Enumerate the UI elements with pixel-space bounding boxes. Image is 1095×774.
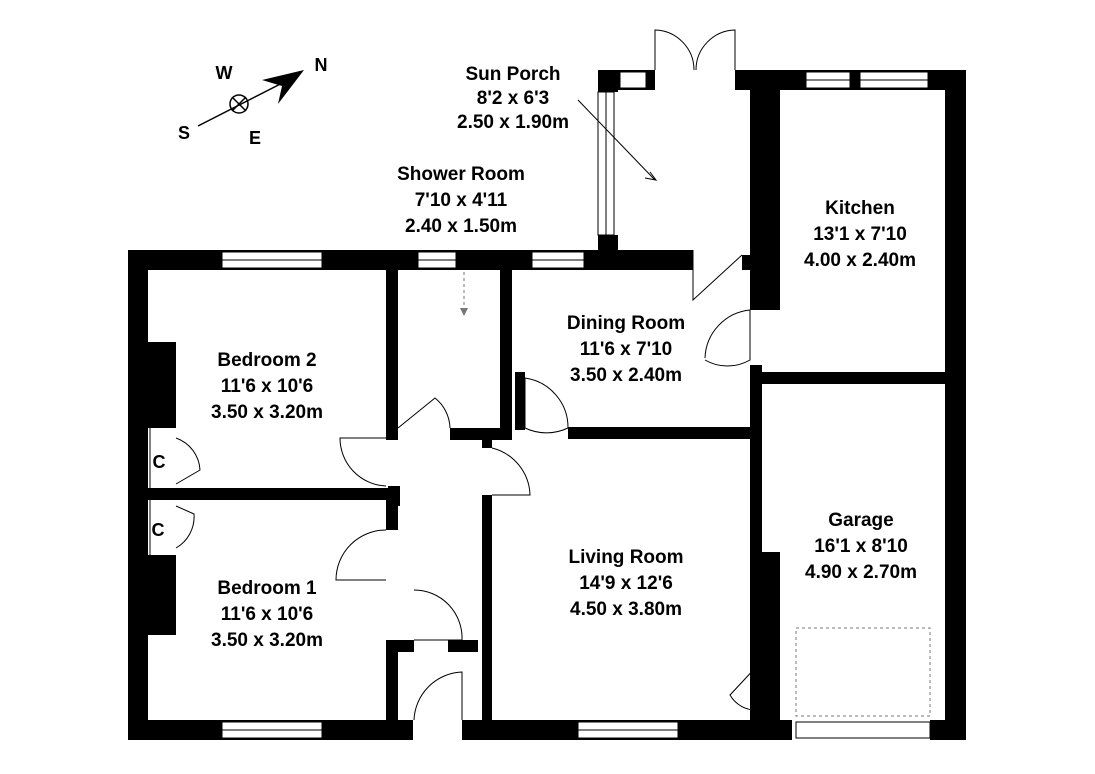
closet-label-bedroom-2: C bbox=[153, 452, 166, 472]
room-size-imperial: 11'6 x 7'10 bbox=[580, 339, 673, 360]
room-size-imperial: 7'10 x 4'11 bbox=[415, 190, 508, 211]
room-label-bedroom-1: Bedroom 1 11'6 x 10'6 3.50 x 3.20m bbox=[211, 578, 323, 651]
room-size-imperial: 8'2 x 6'3 bbox=[477, 88, 549, 109]
room-label-kitchen: Kitchen 13'1 x 7'10 4.00 x 2.40m bbox=[804, 198, 916, 271]
compass-icon: N W S E bbox=[178, 55, 328, 148]
room-label-garage: Garage 16'1 x 8'10 4.90 x 2.70m bbox=[805, 510, 917, 583]
room-name: Living Room bbox=[568, 547, 683, 568]
porch-arrow bbox=[577, 99, 658, 181]
room-name: Kitchen bbox=[825, 198, 895, 219]
room-size-metric: 4.90 x 2.70m bbox=[805, 562, 917, 583]
shower-arrow bbox=[460, 272, 468, 316]
room-name: Dining Room bbox=[567, 313, 685, 334]
room-size-metric: 3.50 x 3.20m bbox=[211, 402, 323, 423]
closet-label-bedroom-1: C bbox=[152, 520, 165, 540]
room-label-dining-room: Dining Room 11'6 x 7'10 3.50 x 2.40m bbox=[567, 313, 685, 386]
room-label-shower-room: Shower Room 7'10 x 4'11 2.40 x 1.50m bbox=[397, 164, 525, 237]
room-name: Bedroom 1 bbox=[217, 578, 317, 599]
interior-walls bbox=[128, 255, 947, 740]
room-size-metric: 3.50 x 2.40m bbox=[570, 365, 682, 386]
garage-floor-marking bbox=[795, 627, 931, 717]
compass-east: E bbox=[249, 128, 261, 148]
room-name: Garage bbox=[828, 510, 893, 531]
windows bbox=[221, 71, 931, 739]
closet-label-living-room: C bbox=[756, 680, 769, 700]
room-size-imperial: 13'1 x 7'10 bbox=[813, 224, 907, 245]
room-name: Shower Room bbox=[397, 164, 525, 185]
compass-north: N bbox=[315, 55, 328, 75]
room-size-metric: 4.00 x 2.40m bbox=[804, 250, 916, 271]
room-size-metric: 3.50 x 3.20m bbox=[211, 630, 323, 651]
room-label-bedroom-2: Bedroom 2 11'6 x 10'6 3.50 x 3.20m bbox=[211, 350, 323, 423]
room-size-imperial: 11'6 x 10'6 bbox=[221, 376, 314, 397]
room-size-metric: 4.50 x 3.80m bbox=[570, 599, 682, 620]
room-size-imperial: 14'9 x 12'6 bbox=[579, 573, 673, 594]
doors bbox=[149, 29, 759, 721]
room-label-sun-porch: Sun Porch 8'2 x 6'3 2.50 x 1.90m bbox=[457, 64, 569, 133]
room-size-imperial: 11'6 x 10'6 bbox=[221, 604, 314, 625]
room-size-imperial: 16'1 x 8'10 bbox=[814, 536, 908, 557]
room-name: Bedroom 2 bbox=[217, 350, 316, 371]
room-name: Sun Porch bbox=[465, 64, 560, 85]
room-label-living-room: Living Room 14'9 x 12'6 4.50 x 3.80m bbox=[568, 547, 683, 620]
compass-west: W bbox=[216, 63, 233, 83]
room-size-metric: 2.50 x 1.90m bbox=[457, 112, 569, 133]
room-size-metric: 2.40 x 1.50m bbox=[405, 216, 517, 237]
north-arrow-icon bbox=[262, 70, 304, 104]
compass-south: S bbox=[178, 123, 190, 143]
